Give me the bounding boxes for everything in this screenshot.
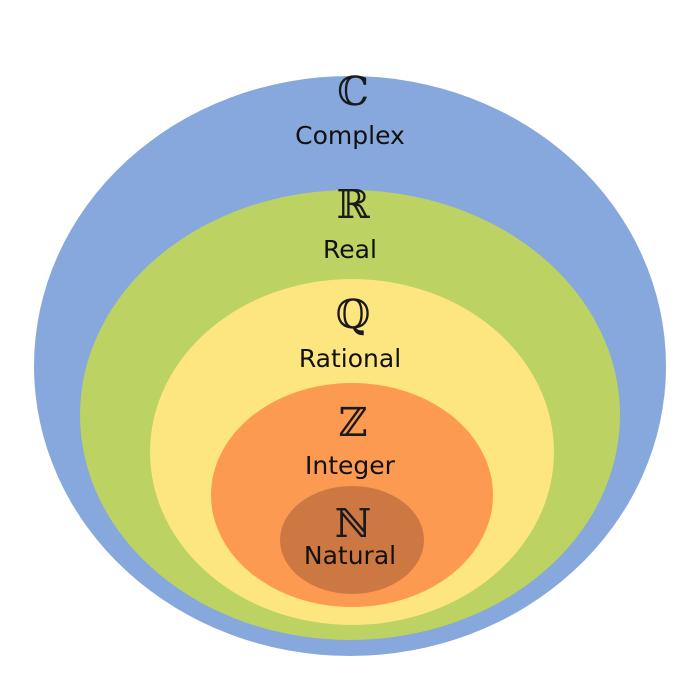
integer-label: Integer [305,451,396,480]
complex-symbol: ℂ [337,69,369,115]
real-symbol: ℝ [336,182,370,228]
rational-label: Rational [299,344,401,373]
natural-set-region [280,486,424,594]
real-label: Real [323,235,377,264]
complex-label: Complex [295,121,405,150]
rational-symbol: ℚ [336,292,371,338]
integer-symbol: ℤ [338,400,367,446]
natural-label: Natural [304,541,396,570]
natural-symbol: ℕ [335,501,372,547]
